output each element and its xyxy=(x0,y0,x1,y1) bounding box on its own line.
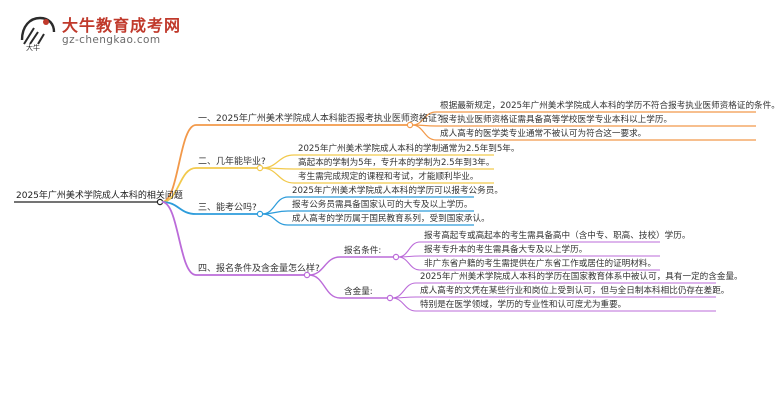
mindmap-canvas xyxy=(14,111,756,312)
branch-4-sub-1-node-dot xyxy=(392,253,400,261)
branch-2-leaf-2: 高起本的学制为5年，专升本的学制为2.5年到3年。 xyxy=(298,158,495,168)
branch-4-sub-1-leaf-1-connector xyxy=(397,241,421,258)
branch-4-sub-2-node-dot xyxy=(386,294,394,302)
branch-4-sub-2-leaf-2: 成人高考的文凭在某些行业和岗位上受到认可，但与全日制本科相比仍存在差距。 xyxy=(420,286,730,296)
branch-2-leaf-3: 考生需完成规定的课程和考试，才能顺利毕业。 xyxy=(298,172,479,182)
branch-4-sub-2-leaf-3-connector xyxy=(391,297,417,312)
branch-2-connector xyxy=(161,167,197,203)
branch-2-title: 二、几年能毕业? xyxy=(198,157,266,167)
branch-4-sub-1-leaf-3-connector xyxy=(397,256,421,271)
branch-4-sub-2-leaf-1-connector xyxy=(391,282,417,299)
branch-2-leaf-1-connector xyxy=(261,154,295,169)
branch-3-title: 三、能考公吗? xyxy=(198,203,257,213)
branch-2-leaf-3-connector xyxy=(261,167,295,184)
branch-4-sub-2-connector xyxy=(308,274,341,299)
branch-1-title: 一、2025年广州美术学院成人本科能否报考执业医师资格证? xyxy=(198,114,442,124)
branch-4-sub-1-title: 报名条件: xyxy=(344,246,382,256)
branch-4-sub-2-title: 含金量: xyxy=(344,287,373,297)
branch-4-connector xyxy=(161,201,197,276)
branch-1-leaf-3-connector xyxy=(411,124,437,141)
logo-mark-text: 大牛 xyxy=(26,43,40,52)
branch-4-sub-1-leaf-3: 非广东省户籍的考生需提供在广东省工作或居住的证明材料。 xyxy=(424,259,657,269)
branch-3-node-dot xyxy=(256,210,264,218)
branch-4-sub-2-leaf-3: 特别是在医学领域，学历的专业性和认可度尤为重要。 xyxy=(420,300,627,310)
branch-3-leaf-2: 报考公务员需具备国家认可的大专及以上学历。 xyxy=(292,200,473,210)
branch-4-sub-2-leaf-1: 2025年广州美术学院成人本科的学历在国家教育体系中被认可，具有一定的含金量。 xyxy=(420,272,743,282)
branch-1-connector xyxy=(161,124,197,203)
root-topic: 2025年广州美术学院成人本科的相关问题 xyxy=(16,191,183,201)
branch-4-sub-1-connector xyxy=(308,256,341,276)
branch-4-sub-1-leaf-1: 报考高起专或高起本的考生需具备高中（含中专、职高、技校）学历。 xyxy=(424,231,691,241)
branch-2-leaf-1: 2025年广州美术学院成人本科的学制通常为2.5年到5年。 xyxy=(298,144,520,154)
branch-4-title: 四、报名条件及含金量怎么样? xyxy=(198,264,320,274)
branch-3-leaf-2-connector xyxy=(261,210,289,215)
site-title[interactable]: 大牛教育成考网 xyxy=(62,16,182,35)
branch-1-leaf-1: 根据最新规定，2025年广州美术学院成人本科的学历不符合报考执业医师资格证的条件… xyxy=(440,101,780,111)
branch-3-leaf-3: 成人高考的学历属于国民教育系列，受到国家承认。 xyxy=(292,214,490,224)
site-url[interactable]: gz-chengkao.com xyxy=(62,34,161,46)
branch-1-leaf-2: 报考执业医师资格证需具备高等学校医学专业本科以上学历。 xyxy=(440,115,673,125)
branch-3-leaf-1: 2025年广州美术学院成人本科的学历可以报考公务员。 xyxy=(292,186,503,196)
branch-1-leaf-3: 成人高考的医学类专业通常不被认可为符合这一要求。 xyxy=(440,129,647,139)
branch-3-leaf-3-connector xyxy=(261,213,289,226)
ox-logo-icon: 大牛 xyxy=(20,16,56,52)
branch-4-sub-1-leaf-2: 报考专升本的考生需具备大专及以上学历。 xyxy=(424,245,588,255)
